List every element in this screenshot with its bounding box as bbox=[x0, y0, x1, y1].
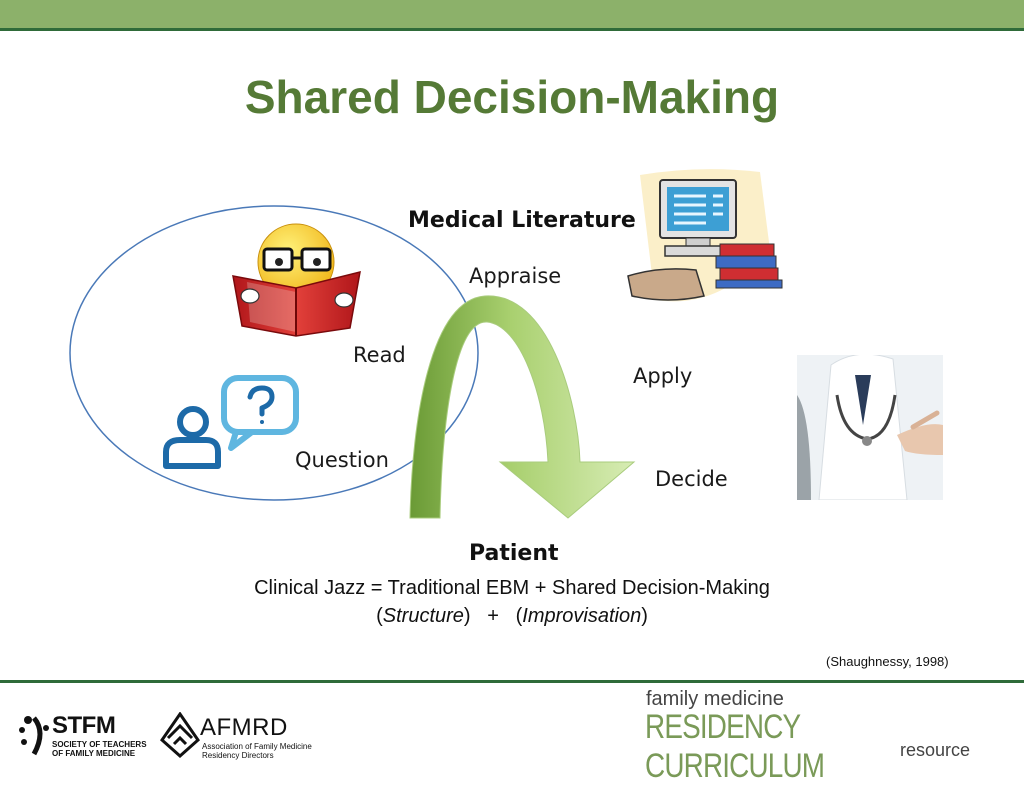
formula-close-paren-2: ) bbox=[641, 605, 648, 627]
slide-title: Shared Decision-Making bbox=[244, 71, 780, 123]
citation: (Shaughnessy, 1998) bbox=[826, 654, 949, 669]
question-user-icon bbox=[163, 375, 299, 469]
apply-label: Apply bbox=[633, 364, 693, 388]
reader-ellipse bbox=[69, 205, 479, 501]
formula-line: Clinical Jazz = Traditional EBM + Shared… bbox=[254, 577, 770, 599]
afmrd-subtitle: Association of Family Medicine Residency… bbox=[202, 742, 312, 760]
question-label: Question bbox=[295, 448, 389, 472]
afmrd-logo-icon bbox=[160, 712, 200, 758]
formula-close-paren: ) bbox=[463, 605, 471, 627]
medical-literature-label: Medical Literature bbox=[408, 208, 636, 233]
computer-books-icon bbox=[627, 169, 783, 302]
fm-logo-line3: resource bbox=[900, 740, 971, 760]
footer-divider bbox=[0, 680, 1024, 683]
formula-subline: (Structure) + (Improvisation) bbox=[0, 605, 1024, 628]
stfm-logo-icon bbox=[19, 716, 49, 756]
stfm-subtitle: SOCIETY OF TEACHERS OF FAMILY MEDICINE bbox=[52, 740, 147, 758]
top-bar bbox=[0, 0, 1024, 31]
reader-emoji-icon bbox=[232, 223, 361, 337]
decide-label: Decide bbox=[655, 467, 728, 491]
read-label: Read bbox=[353, 343, 406, 367]
appraise-label: Appraise bbox=[469, 264, 562, 288]
formula-plus: + bbox=[487, 605, 499, 627]
stfm-name: STFM bbox=[52, 712, 116, 739]
doctor-illustration bbox=[797, 355, 943, 500]
formula-open-paren: ( bbox=[376, 605, 383, 627]
formula-open-paren-2: ( bbox=[515, 605, 523, 627]
cycle-arrow bbox=[409, 295, 636, 519]
formula-structure: Structure bbox=[382, 605, 464, 627]
fm-logo-line1: family medicine bbox=[646, 688, 784, 710]
afmrd-name: AFMRD bbox=[200, 714, 288, 741]
patient-label: Patient bbox=[469, 541, 559, 566]
formula-improvisation: Improvisation bbox=[522, 605, 642, 627]
doctor-photo bbox=[797, 355, 943, 500]
diagram-canvas bbox=[69, 169, 783, 519]
